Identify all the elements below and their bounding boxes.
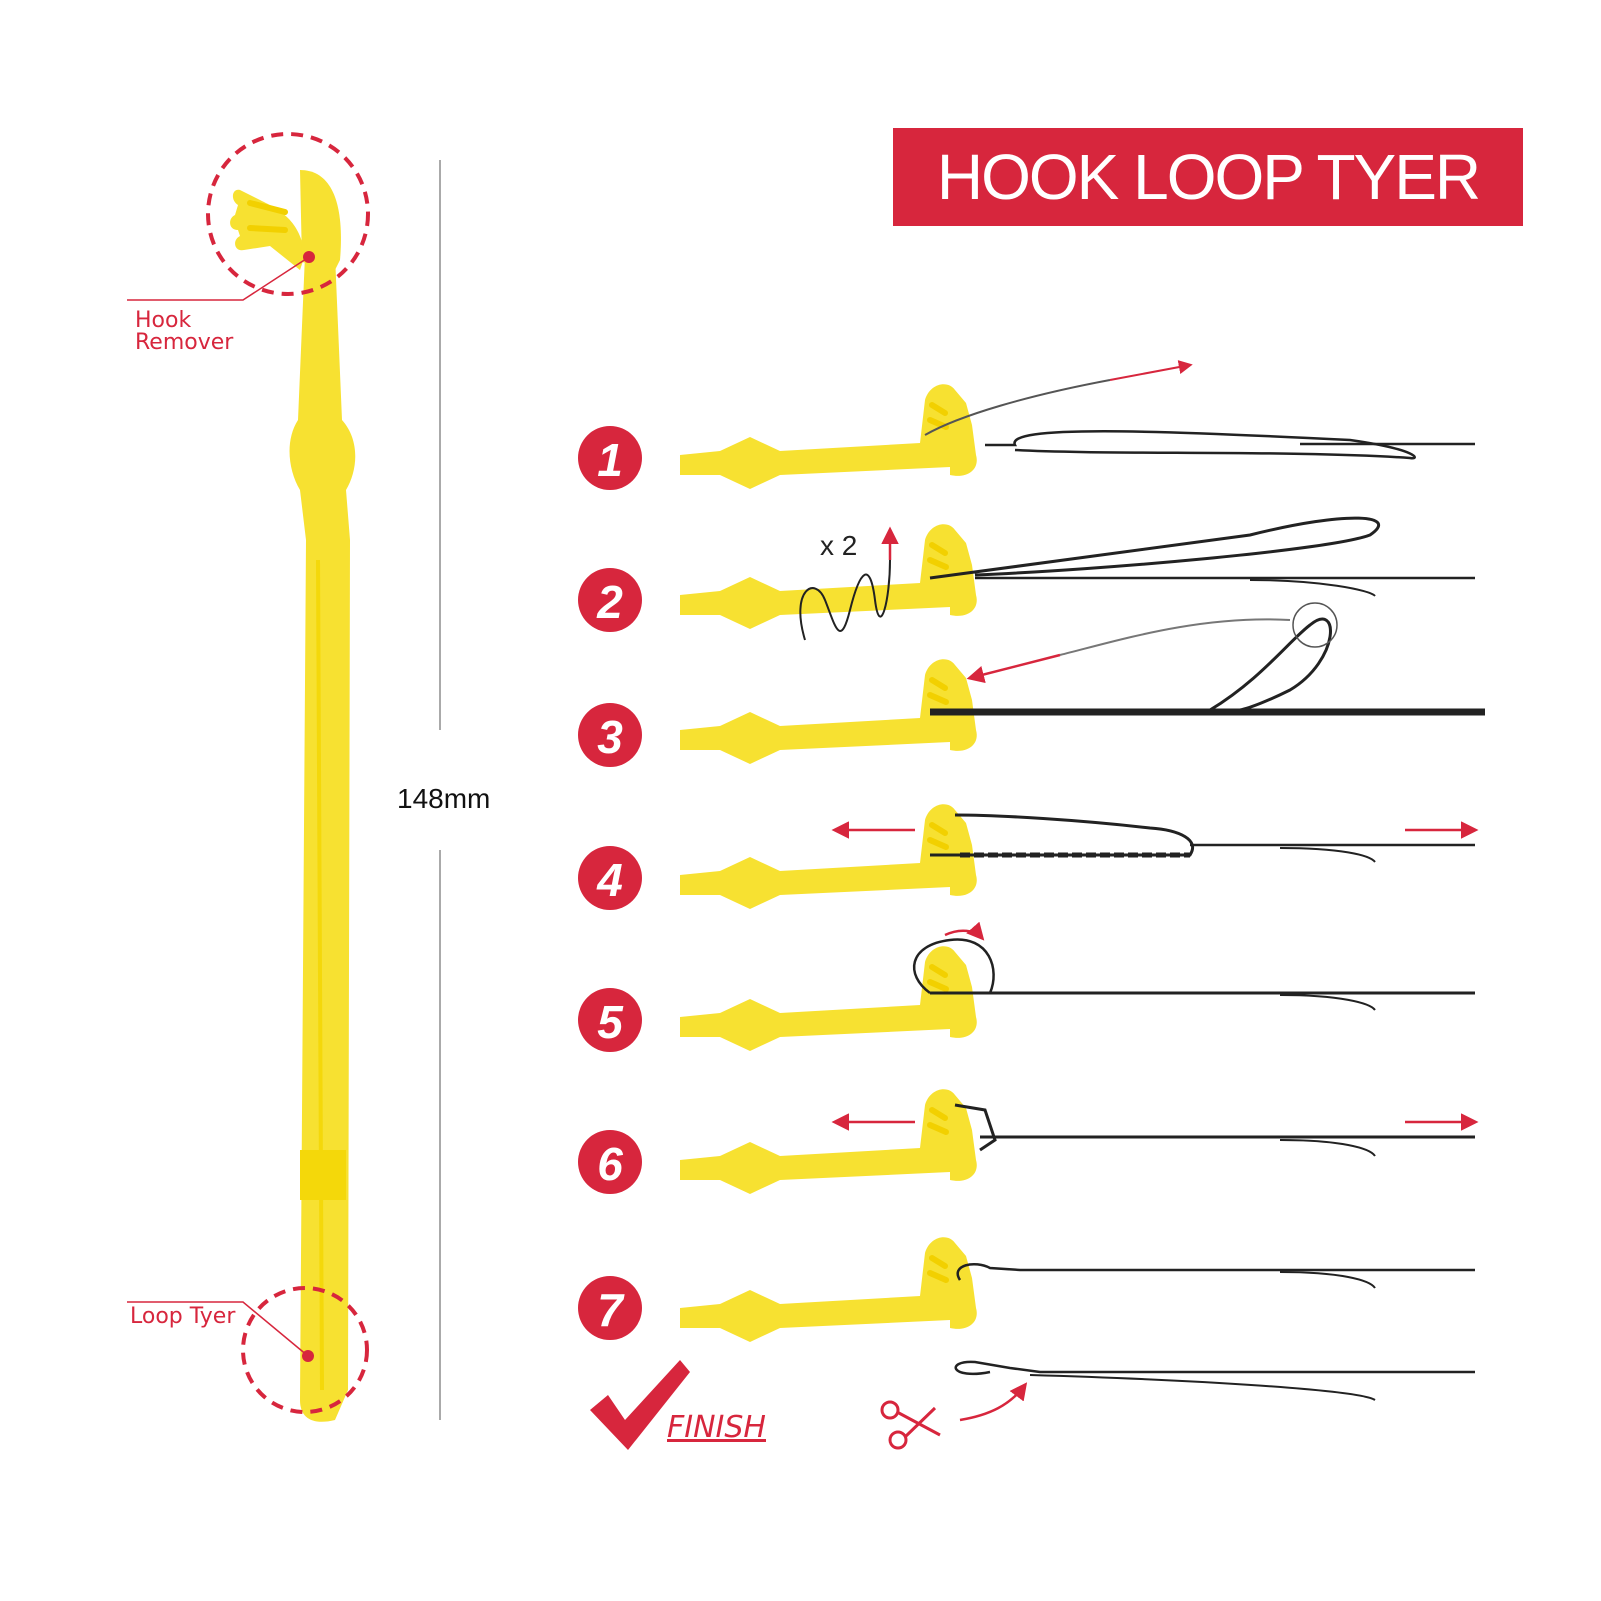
step-1-badge: 1	[578, 426, 642, 490]
finished-loop	[954, 1360, 1475, 1422]
length-dimension: 148mm	[397, 783, 491, 814]
step-2-illustration	[680, 516, 1475, 641]
step-6-badge: 6	[578, 1130, 642, 1194]
scissors-icon	[880, 1400, 941, 1450]
step-badges: 1 2 3 4 5 6 7	[578, 426, 642, 1340]
loop-tyer-highlight	[241, 1286, 369, 1414]
svg-text:1: 1	[597, 434, 623, 486]
checkmark-icon	[590, 1360, 690, 1450]
page-title: HOOK LOOP TYER	[936, 141, 1481, 213]
step-4-badge: 4	[578, 846, 642, 910]
svg-text:6: 6	[597, 1138, 623, 1190]
step-3-badge: 3	[578, 703, 642, 767]
step-7-illustration	[680, 1237, 1475, 1342]
step-7-badge: 7	[578, 1276, 642, 1340]
title-banner: HOOK LOOP TYER	[893, 128, 1523, 226]
hook-loop-tyer-tool	[230, 170, 356, 1422]
hook-remover-highlight	[206, 132, 370, 296]
wrap-count-label: x 2	[820, 530, 857, 561]
svg-text:4: 4	[596, 854, 623, 906]
svg-text:7: 7	[597, 1284, 625, 1336]
step-3-illustration	[680, 602, 1485, 764]
step-1-illustration	[680, 360, 1475, 489]
loop-tyer-label: Loop Tyer	[130, 1304, 236, 1329]
svg-text:5: 5	[597, 996, 624, 1048]
finish-label: FINISH	[667, 1410, 766, 1445]
hook-remover-label: Hook Remover	[135, 308, 234, 355]
step-5-illustration	[680, 921, 1475, 1051]
step-6-illustration	[680, 1089, 1479, 1194]
step-2-badge: 2	[578, 568, 642, 632]
step-5-badge: 5	[578, 988, 642, 1052]
svg-text:2: 2	[596, 576, 623, 628]
step-4-illustration	[680, 804, 1479, 909]
svg-text:3: 3	[597, 711, 623, 763]
